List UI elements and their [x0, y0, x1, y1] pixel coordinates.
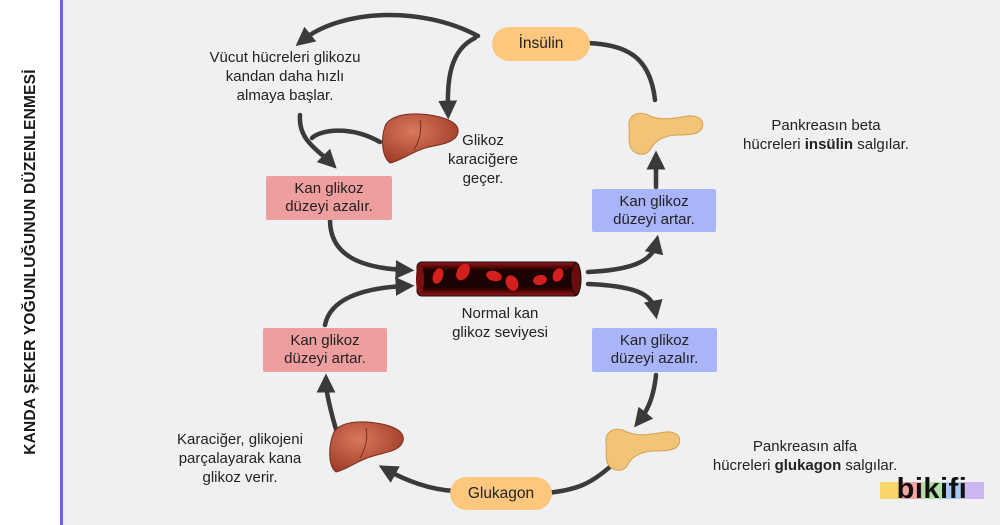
cells-uptake-text: Vücut hücreleri glikozu kandan daha hızl…: [209, 49, 361, 104]
brand-logo: bikifi: [880, 470, 984, 510]
pancreas-top-icon: [628, 112, 704, 155]
arrow-decrease-to-pancreas: [634, 372, 659, 428]
arrow-pancreas-to-glucagon: [544, 462, 615, 496]
arrow-vessel-to-increase: [585, 234, 664, 275]
insulin-hormone-label: İnsülin: [492, 27, 590, 61]
liver-storage-text: Glikoz karaciğere geçer.: [447, 132, 519, 187]
title-divider: [60, 0, 63, 525]
pancreas-bottom-icon: [605, 428, 681, 471]
arrow-decrease-to-vessel: [327, 217, 415, 280]
arrow-increase-to-vessel: [322, 276, 415, 328]
arrow-insulin-to-cells: [295, 12, 481, 46]
brand-stripe: [921, 482, 943, 499]
arrow-liver-to-decrease: [309, 128, 383, 145]
arrow-pancreas-to-insulin: [585, 40, 658, 103]
liver-release-text: Karaciğer, glikojeni parçalayarak kana g…: [177, 431, 303, 486]
brand-stripe: [963, 482, 984, 499]
brand-stripe: [900, 482, 922, 499]
liver-bottom-icon: [329, 421, 404, 473]
brand-name: bikifi: [896, 473, 968, 505]
alpha-cells-text: Pankreasın alfa hücreleri glukagon salgı…: [712, 438, 898, 474]
arrow-liver-to-increase: [316, 373, 341, 439]
arrow-insulin-to-liver: [438, 35, 478, 120]
blood-vessel-icon: [416, 261, 582, 297]
glucagon-hormone-label: Glukagon: [450, 477, 552, 510]
arrow-cells-to-decrease: [297, 112, 337, 169]
brand-stripe: [942, 482, 964, 499]
arrow-vessel-to-decrease: [585, 281, 663, 320]
arrow-glucagon-to-liver: [378, 465, 458, 494]
title-panel: [0, 0, 60, 525]
normal-glucose-label: Normal kan glikoz seviyesi: [452, 305, 548, 341]
brand-color-bar: [880, 482, 984, 499]
beta-cells-text: Pankreasın beta hücreleri insülin salgıl…: [743, 117, 909, 153]
brand-stripe: [880, 482, 901, 499]
liver-top-icon: [382, 113, 459, 164]
